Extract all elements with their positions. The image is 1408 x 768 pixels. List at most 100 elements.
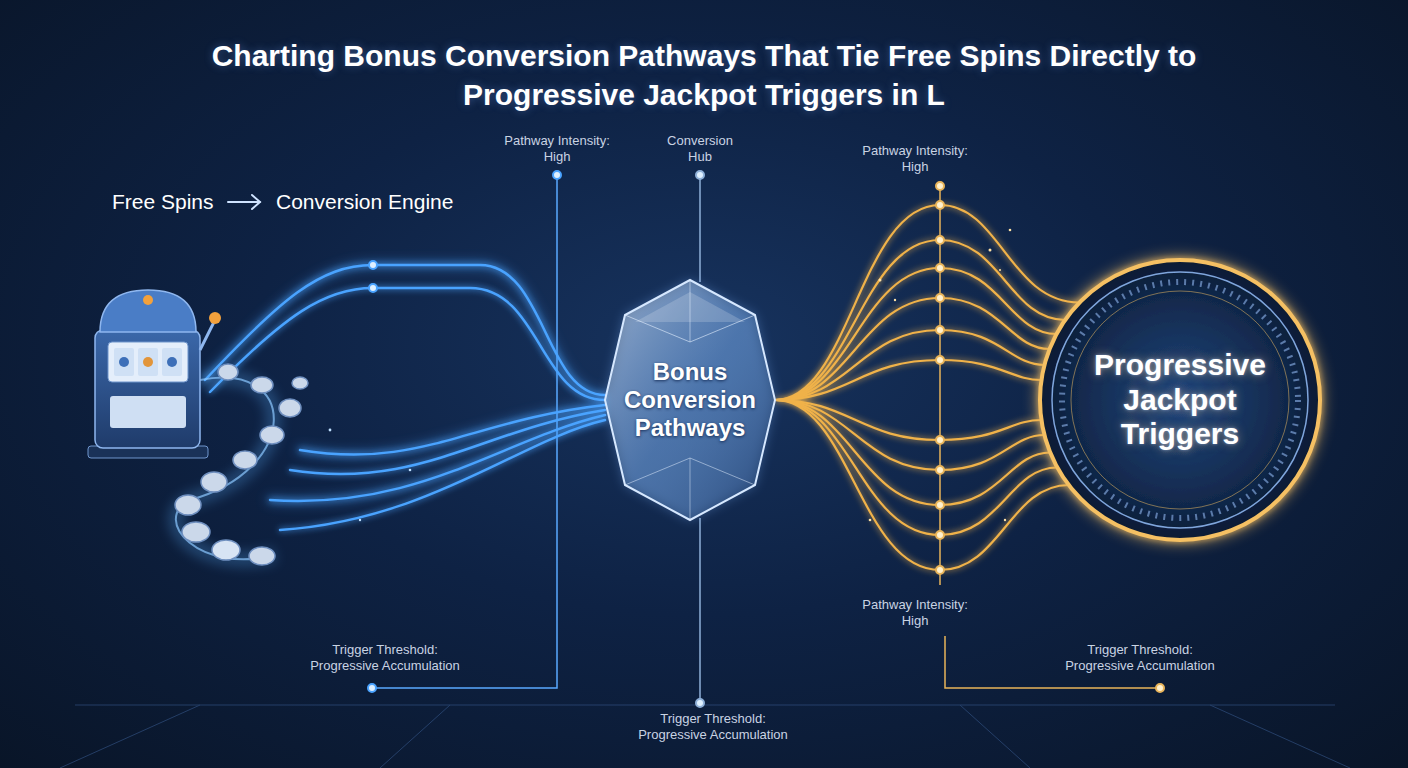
path-dot <box>936 466 944 474</box>
inner-ring <box>1071 291 1289 509</box>
node-label: Bonus Conversion Pathways <box>615 358 765 442</box>
flow-arrow <box>228 195 260 209</box>
path-dot <box>553 171 561 179</box>
path-dot <box>936 182 944 190</box>
diagram-title: Charting Bonus Conversion Pathways That … <box>174 36 1234 114</box>
node-text-box: Progressive Jackpot Triggers <box>1035 255 1325 545</box>
pathway-line <box>775 268 1057 400</box>
sparkle <box>359 519 361 521</box>
sparkles <box>329 229 1012 522</box>
title-wrap: Charting Bonus Conversion Pathways That … <box>174 36 1234 114</box>
label-wrap: Pathway Intensity: High <box>497 133 617 166</box>
path-dot <box>368 684 376 692</box>
coin <box>251 377 273 393</box>
connector-glow <box>775 396 1035 405</box>
tick-ring <box>1062 282 1298 518</box>
path-dot <box>936 294 944 302</box>
pathway-line <box>775 205 1080 400</box>
leader-line <box>372 175 557 688</box>
slot-window <box>108 342 188 382</box>
path-dot <box>369 284 377 292</box>
coin <box>212 540 240 560</box>
gem-facet-line <box>690 458 691 520</box>
coin <box>201 472 227 492</box>
pathway-line <box>775 360 1041 400</box>
leader-line <box>699 518 701 703</box>
callout-label: Trigger Threshold: Progressive Accumulat… <box>305 642 465 675</box>
connector <box>775 400 1035 401</box>
label-wrap: Pathway Intensity: High <box>855 143 975 176</box>
node-text-box: Bonus Conversion Pathways <box>605 280 775 520</box>
coin <box>260 426 284 444</box>
flow-label: Free Spins <box>112 189 214 215</box>
gem-glow <box>605 280 775 520</box>
label-wrap: Pathway Intensity: High <box>855 597 975 630</box>
label-wrap: Free Spins <box>112 189 214 215</box>
callout-label: Trigger Threshold: Progressive Accumulat… <box>633 711 793 744</box>
connector-line <box>775 399 1035 402</box>
sparkle <box>409 469 412 472</box>
label-wrap: Trigger Threshold: Progressive Accumulat… <box>1060 642 1220 675</box>
sparkle <box>894 299 896 301</box>
sparkle <box>1009 229 1012 232</box>
coins <box>175 364 308 565</box>
gem-outline <box>605 280 775 520</box>
pathway-line <box>280 420 605 530</box>
slot-lever-knob <box>209 312 221 324</box>
arrow-shaft <box>228 201 260 203</box>
floor-line <box>1210 705 1350 768</box>
reel-symbol <box>119 357 129 367</box>
coin <box>292 377 308 389</box>
path-dot <box>936 566 944 574</box>
path-dot <box>936 264 944 272</box>
label-wrap: Trigger Threshold: Progressive Accumulat… <box>305 642 465 675</box>
pathway-line <box>775 298 1050 400</box>
floor-line <box>60 705 200 768</box>
pathway-line <box>775 240 1065 400</box>
ring-glow <box>1038 258 1322 542</box>
sparkle <box>329 429 332 432</box>
slot-panel <box>110 396 186 428</box>
node-label: Progressive Jackpot Triggers <box>1073 348 1288 452</box>
pathway-line <box>210 288 605 400</box>
leader-line <box>939 186 941 585</box>
pathway-line <box>775 400 1044 470</box>
sparkle <box>869 519 872 522</box>
coin <box>218 364 238 380</box>
pathway-line <box>775 400 1069 570</box>
slot-lever <box>200 322 214 350</box>
callout-label: Conversion Hub <box>660 133 740 166</box>
path-dot <box>696 699 704 707</box>
slot-reel <box>138 348 158 376</box>
label-wrap: Trigger Threshold: Progressive Accumulat… <box>633 711 793 744</box>
pathway-line <box>290 410 605 474</box>
slot-body <box>95 330 200 448</box>
sparkle <box>999 269 1001 271</box>
coin <box>249 547 275 565</box>
coin <box>233 451 257 469</box>
outer-ring <box>1040 260 1320 540</box>
gem-facet-line <box>690 280 691 342</box>
path-dot <box>936 201 944 209</box>
path-dot <box>1156 684 1164 692</box>
sparkle <box>989 249 992 252</box>
label-wrap: Conversion Hub <box>660 133 740 166</box>
slot-light <box>143 295 153 305</box>
floor-grid <box>60 705 1350 768</box>
arrow-head <box>252 195 260 209</box>
pathway-line <box>205 265 605 395</box>
floor-line <box>380 705 450 768</box>
pathway-line <box>775 330 1044 400</box>
label-wrap: Conversion Engine <box>276 189 453 215</box>
leader-line <box>699 175 701 282</box>
slot-dome <box>100 290 196 332</box>
coin <box>279 399 301 417</box>
coin <box>182 522 210 542</box>
path-dot <box>936 501 944 509</box>
inner-ring <box>1052 272 1308 528</box>
conversion-hub-gem: Bonus Conversion Pathways <box>605 280 775 520</box>
path-dot <box>936 356 944 364</box>
path-dot <box>696 171 704 179</box>
